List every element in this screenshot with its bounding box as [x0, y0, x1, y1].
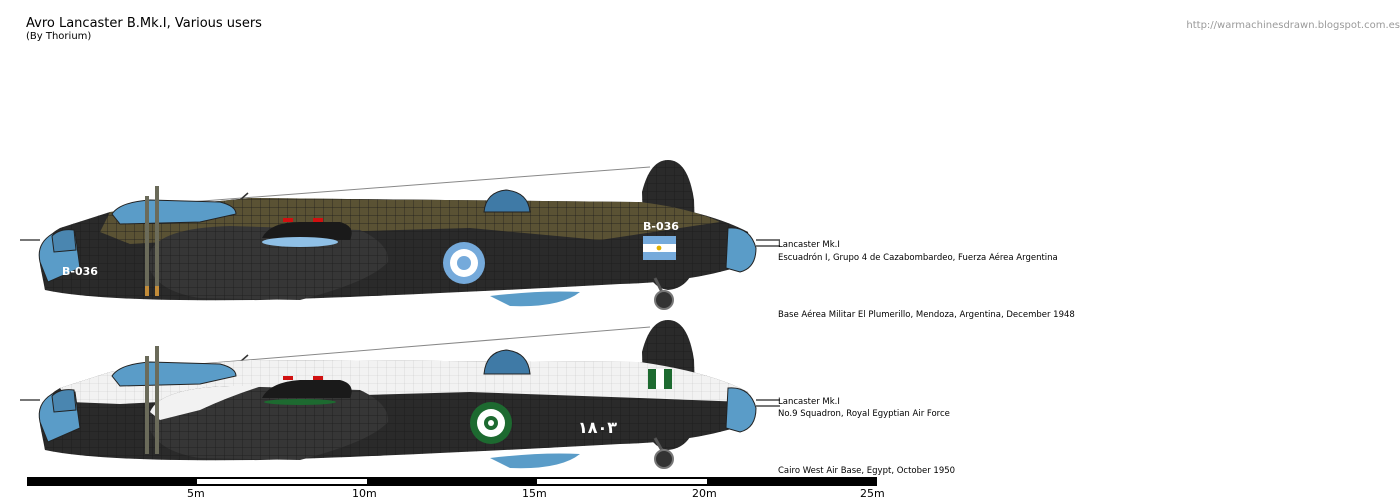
- scale-tick-20m: 20m: [692, 487, 717, 500]
- scale-tick-15m: 15m: [522, 487, 547, 500]
- lancaster-egypt-profile: ١٨٠٣: [20, 320, 780, 469]
- aircraft-1-location: Base Aérea Militar El Plumerillo, Mendoz…: [778, 310, 1075, 320]
- aircraft-2-name: Lancaster Mk.I: [778, 397, 840, 407]
- aircraft-1-name: Lancaster Mk.I: [778, 240, 840, 250]
- author-credit: (By Thorium): [26, 31, 92, 42]
- egypt-flag: [648, 369, 672, 389]
- aircraft-2-location: Cairo West Air Base, Egypt, October 1950: [778, 466, 956, 476]
- egypt-roundel: [470, 402, 512, 444]
- scale-tick-10m: 10m: [352, 487, 377, 500]
- aircraft-1-unit: Escuadrón I, Grupo 4 de Cazabombardeo, F…: [778, 253, 1058, 263]
- argentina-roundel: [443, 242, 485, 284]
- nose-serial: B-036: [62, 265, 98, 278]
- scale-tick-25m: 25m: [860, 487, 885, 500]
- source-url: http://warmachinesdrawn.blogspot.com.es: [1186, 20, 1400, 31]
- aircraft-2-unit: No.9 Squadron, Royal Egyptian Air Force: [778, 409, 950, 419]
- lancaster-argentina-profile: B-036 B-036: [20, 160, 780, 310]
- scale-bar: [27, 477, 877, 486]
- scale-tick-5m: 5m: [187, 487, 205, 500]
- egypt-fuselage-serial: ١٨٠٣: [578, 418, 617, 437]
- argentina-flag: [643, 236, 676, 260]
- fin-serial: B-036: [643, 220, 679, 233]
- page-title: Avro Lancaster B.Mk.I, Various users: [26, 16, 262, 31]
